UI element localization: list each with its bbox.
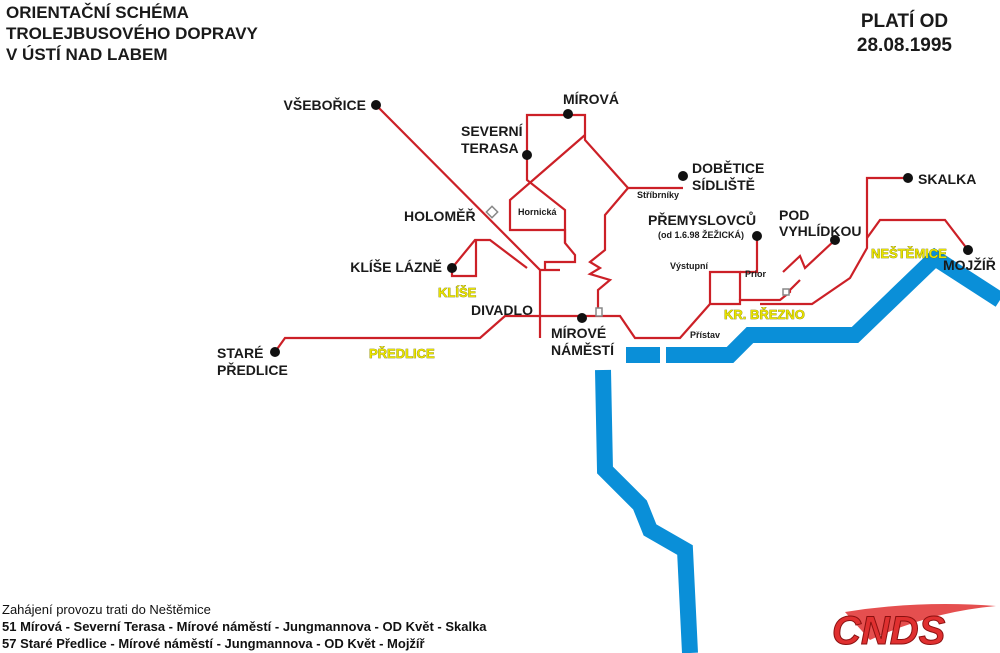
stop-label-premyslovcu-note: (od 1.6.98 ŽEŽICKÁ) bbox=[658, 229, 744, 240]
stop-label-mirova: MÍROVÁ bbox=[563, 91, 619, 107]
stop-dot-severni-terasa bbox=[522, 150, 532, 160]
footer-line-3: 57 Staré Předlice - Mírové náměstí - Jun… bbox=[2, 636, 425, 651]
route-mirova-loop bbox=[525, 113, 683, 190]
district-label-klise: KLÍŠE bbox=[438, 285, 477, 300]
validity-box: PLATÍ OD 28.08.1995 bbox=[857, 10, 952, 58]
validity-label: PLATÍ OD bbox=[860, 11, 949, 32]
route-predlice bbox=[274, 314, 595, 353]
stop-label-vsebořice: VŠEBOŘICE bbox=[284, 96, 366, 113]
square-marker bbox=[595, 307, 603, 317]
stop-dot-dobetice bbox=[678, 171, 688, 181]
validity-date: 28.08.1995 bbox=[856, 35, 952, 56]
river-lower-segment bbox=[595, 369, 698, 653]
stop-label-dobetice-2: SÍDLIŠTĚ bbox=[692, 176, 755, 193]
stop-label-dobetice-1: DOBĚTICE bbox=[692, 159, 764, 176]
stop-dots bbox=[270, 100, 973, 357]
stop-dot-klise-lazne bbox=[447, 263, 457, 273]
brezno-marker bbox=[782, 288, 790, 296]
route-vystupni bbox=[708, 270, 742, 304]
route-klise bbox=[451, 238, 528, 269]
footer-line-1: Zahájení provozu trati do Neštěmice bbox=[2, 602, 211, 617]
stop-label-pod-vyhlidkou-2: VYHLÍDKOU bbox=[779, 223, 861, 239]
minor-label-stribrniky: Stříbrníky bbox=[637, 190, 679, 200]
stop-dot-mirova bbox=[563, 109, 573, 119]
stop-label-holomer: HOLOMĚŘ bbox=[404, 207, 476, 224]
title-line-1: ORIENTAČNÍ SCHÉMA bbox=[6, 3, 189, 22]
stop-label-stare-predlice-2: PŘEDLICE bbox=[217, 361, 288, 378]
route-lines bbox=[274, 104, 969, 353]
stop-label-pod-vyhlidkou-1: POD bbox=[779, 207, 809, 223]
map-title: ORIENTAČNÍ SCHÉMA TROLEJBUSOVÉHO DOPRAVY… bbox=[6, 2, 258, 65]
stop-label-severni-terasa-1: SEVERNÍ bbox=[461, 123, 524, 139]
route-pod-vyhlidkou bbox=[782, 239, 836, 273]
stop-dot-premyslovcu bbox=[752, 231, 762, 241]
stop-dot-pod-vyhlidkou bbox=[830, 235, 840, 245]
stop-dot-mirove-namesti bbox=[577, 313, 587, 323]
stop-dot-mojzir bbox=[963, 245, 973, 255]
stop-label-stare-predlice-1: STARÉ bbox=[217, 345, 263, 361]
stop-dot-vsebořice bbox=[371, 100, 381, 110]
route-premyslovcu bbox=[740, 236, 759, 274]
route-mojzir bbox=[866, 218, 969, 251]
route-east bbox=[595, 279, 801, 340]
district-label-kr-brezno: KR. BŘEZNO bbox=[724, 307, 805, 322]
title-line-3: V ÚSTÍ NAD LABEM bbox=[6, 45, 168, 64]
route-hornicka bbox=[508, 134, 586, 270]
stop-label-premyslovcu: PŘEMYSLOVCŮ bbox=[648, 210, 756, 228]
stop-label-severni-terasa-2: TERASA bbox=[461, 140, 519, 156]
stop-label-skalka: SKALKA bbox=[918, 171, 976, 187]
district-label-predlice: PŘEDLICE bbox=[369, 346, 435, 361]
stop-label-mojzir: MOJŽÍŘ bbox=[943, 256, 996, 273]
river bbox=[595, 247, 1000, 653]
stop-label-mirove-namesti-2: NÁMĚSTÍ bbox=[551, 341, 615, 358]
river-upper-segment bbox=[666, 247, 1000, 363]
minor-label-hornicka: Hornická bbox=[518, 207, 558, 217]
stop-label-divadlo: DIVADLO bbox=[471, 302, 533, 318]
route-brezno bbox=[760, 176, 908, 306]
footer-line-2: 51 Mírová - Severní Terasa - Mírové námě… bbox=[2, 619, 487, 634]
cnds-logo: CNDS bbox=[832, 604, 996, 653]
route-stribrniky bbox=[587, 187, 629, 316]
logo-text: CNDS bbox=[832, 609, 946, 653]
stop-dot-skalka bbox=[903, 173, 913, 183]
minor-label-vystupni: Výstupní bbox=[670, 261, 709, 271]
footer-notes: Zahájení provozu trati do Neštěmice 51 M… bbox=[2, 601, 487, 652]
stop-label-klise-lazne: KLÍŠE LÁZNĚ bbox=[350, 258, 442, 275]
minor-label-pristav: Přístav bbox=[690, 330, 720, 340]
logo-swoosh bbox=[845, 604, 996, 640]
district-label-nestemice: NEŠTĚMICE bbox=[871, 246, 947, 261]
minor-label-prior: Prior bbox=[745, 269, 767, 279]
holomer-marker bbox=[485, 205, 499, 219]
stop-label-mirove-namesti-1: MÍROVÉ bbox=[551, 325, 606, 341]
route-severni-terasa bbox=[525, 160, 567, 243]
stop-dot-stare-predlice bbox=[270, 347, 280, 357]
title-line-2: TROLEJBUSOVÉHO DOPRAVY bbox=[6, 24, 258, 43]
